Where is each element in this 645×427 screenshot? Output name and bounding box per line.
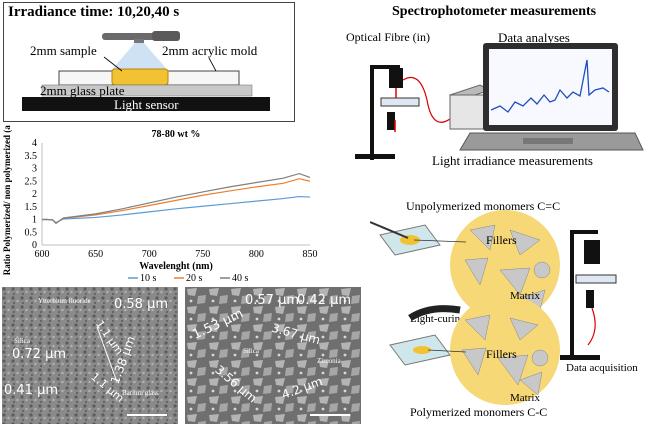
sem-image-right: Silica Zirconia 0.57 μm 0.42 μm 1.53 μm … xyxy=(185,287,361,424)
x-axis-label: Wavelenght (nm) xyxy=(139,261,213,272)
sem-image-left: Ytterbium fluoride Silica Barium glass 0… xyxy=(2,287,178,424)
laptop-icon xyxy=(459,43,644,151)
sem-left-label-barium: Barium glass xyxy=(122,389,159,397)
sem-left-label-ytterbium: Ytterbium fluoride xyxy=(38,297,91,305)
legend-label: 40 s xyxy=(232,273,249,284)
x-tick-label: 650 xyxy=(88,249,103,260)
x-tick-label: 850 xyxy=(303,249,318,260)
fillers-label-top: Fillers xyxy=(486,233,517,247)
x-tick-label: 700 xyxy=(142,249,157,260)
y-tick-label: 2 xyxy=(32,189,37,200)
irradiance-measurements-label: Light irradiance measurements xyxy=(432,153,593,168)
x-tick-label: 600 xyxy=(35,249,50,260)
mold-label: 2mm acrylic mold xyxy=(162,43,258,58)
spectrum-trace xyxy=(490,59,610,113)
glass-plate xyxy=(41,84,253,97)
y-tick-label: 4 xyxy=(32,138,37,149)
light-sensor xyxy=(22,97,270,111)
irradiance-title: Irradiance time: 10,20,40 s xyxy=(8,4,180,20)
sample-label: 2mm sample xyxy=(30,43,97,58)
sem-texture-left xyxy=(2,287,178,424)
chart-title: 78-80 wt % xyxy=(152,129,201,140)
polymerized-label: Polymerized monomers C-C xyxy=(410,405,548,419)
y-tick-label: 3 xyxy=(32,164,37,175)
unpolymerized-label: Unpolymerized monomers C=C xyxy=(406,199,561,213)
acquisition-stand-icon xyxy=(560,230,617,360)
sem-left-measure-2: 0.72 μm xyxy=(12,347,67,362)
x-tick-label: 800 xyxy=(249,249,264,260)
sem-right-label-silica: Silica xyxy=(243,347,259,355)
spectro-title: Spectrophotometer measurements xyxy=(392,4,597,19)
y-tick-label: 1.5 xyxy=(25,202,38,213)
optical-fibre-label: Optical Fibre (in) xyxy=(346,30,430,44)
setup-panel: Irradiance time: 10,20,40 s 2mm sample 2… xyxy=(3,2,295,122)
y-tick-label: 0 xyxy=(32,240,37,251)
x-tick-label: 750 xyxy=(195,249,210,260)
y-axis-label: Ratio Polymerized/ non polymerized (a.u.… xyxy=(2,125,12,275)
monomers-illustration xyxy=(370,210,617,405)
setup-illustration xyxy=(22,31,270,111)
data-analyses-label: Data analyses xyxy=(498,30,570,45)
sem-texture-right xyxy=(185,287,361,424)
y-tick-label: 1 xyxy=(32,215,37,226)
sem-left-measure-5: 0.41 μm xyxy=(4,383,59,398)
glass-label: 2mm glass plate xyxy=(40,83,125,98)
y-tick-label: 3.5 xyxy=(25,151,38,162)
sem-right-label-zirconia: Zirconia xyxy=(317,357,341,365)
light-curing-label: Light-curing xyxy=(410,313,466,325)
y-tick-label: 2.5 xyxy=(25,176,38,187)
matrix-label-top: Matrix xyxy=(510,290,540,302)
legend-label: 20 s xyxy=(186,273,203,284)
y-tick-label: 0.5 xyxy=(25,227,38,238)
sem-left-label-silica: Silica xyxy=(14,337,30,345)
ratio-chart: 78-80 wt % 600 650 700 750 800 850 0 0.51 1.5 2 2.5… xyxy=(2,125,318,284)
stand-icon xyxy=(355,65,456,160)
sem-right-measure-2: 0.42 μm xyxy=(297,293,352,308)
legend-label: 10 s xyxy=(140,273,157,284)
sensor-label: Light sensor xyxy=(114,97,179,112)
data-acquisition-label: Data acquisition xyxy=(566,362,638,374)
series-line-20s xyxy=(42,178,311,224)
matrix-label-bottom: Matrix xyxy=(510,392,540,404)
sem-left-measure-1: 0.58 μm xyxy=(114,297,169,312)
spectro-illustration xyxy=(355,43,644,160)
fillers-label-bottom: Fillers xyxy=(486,347,517,361)
curing-lamp-icon xyxy=(102,31,180,75)
sem-right-measure-1: 0.57 μm xyxy=(245,293,300,308)
series-line-40s xyxy=(42,172,311,225)
